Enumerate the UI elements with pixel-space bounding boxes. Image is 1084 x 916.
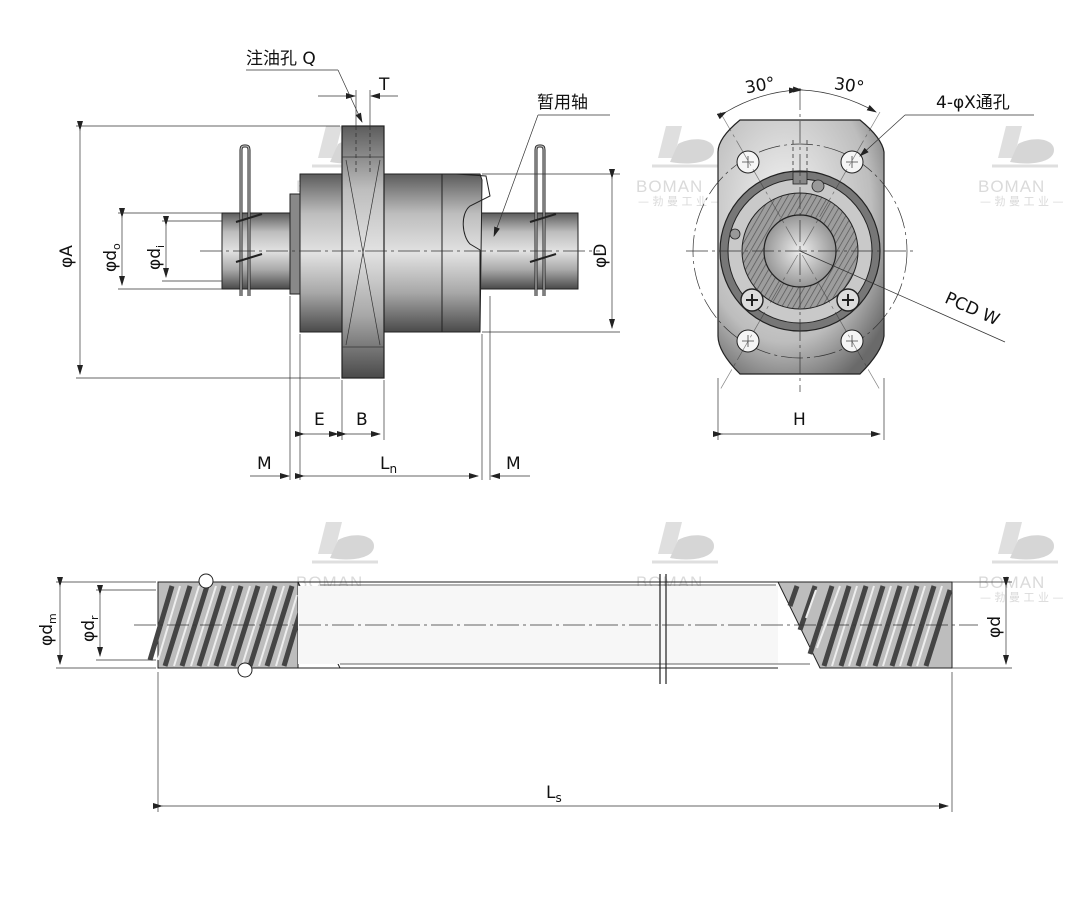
holes-label: 4-φX通孔	[936, 93, 1010, 113]
screw-shaft-dimensions	[56, 577, 1012, 812]
phi-d-label: φd	[985, 616, 1005, 638]
M-right-label: M	[506, 454, 521, 474]
watermark-brand: BOMAN	[978, 573, 1045, 592]
boman-logo	[312, 522, 378, 564]
svg-text:φdo: φdo	[101, 243, 123, 272]
B-label: B	[356, 410, 368, 430]
phi-di-label: φdi	[145, 245, 167, 270]
H-label: H	[793, 410, 806, 430]
pcd-label: PCD W	[942, 288, 1003, 330]
watermark-subtitle: — 勃 曼 工 业 —	[638, 195, 721, 208]
M-left-label: M	[257, 454, 272, 474]
angle-right-label: 30°	[833, 74, 866, 98]
wire-clip-left	[235, 144, 263, 296]
wire-clip-right	[529, 144, 557, 296]
svg-text:φD: φD	[591, 244, 611, 268]
phi-dm-label: φdm	[37, 613, 59, 646]
boman-logo	[992, 522, 1058, 564]
E-label: E	[314, 410, 325, 430]
angle-left-label: 30°	[743, 74, 776, 99]
watermark-brand: BOMAN	[636, 177, 703, 196]
boman-logo	[652, 522, 718, 564]
svg-text:φdi: φdi	[145, 245, 167, 270]
Ln-label: Ln	[380, 454, 397, 476]
screws	[729, 179, 860, 312]
Ls-label: Ls	[546, 783, 562, 805]
thread-right-helix	[787, 585, 953, 667]
side-view-dimensions	[76, 69, 620, 480]
temp-shaft-label: 暂用轴	[537, 93, 588, 113]
oil-hole-label: 注油孔 Q	[246, 49, 316, 69]
front-view-dimensions	[713, 86, 1034, 440]
phi-dr-label: φdr	[79, 615, 101, 642]
nut-side-view	[200, 125, 600, 379]
watermark-subtitle: — 勃 曼 工 业 —	[980, 195, 1063, 208]
watermark-brand: BOMAN	[978, 177, 1045, 196]
svg-text:φdm: φdm	[37, 613, 59, 646]
boman-logo	[652, 126, 718, 168]
temp-shaft-right	[479, 212, 579, 290]
nut-front-view	[686, 88, 916, 392]
svg-text:φdr: φdr	[79, 615, 101, 642]
phiA-label: φA	[57, 245, 77, 268]
watermark-subtitle: — 勃 曼 工 业 —	[980, 591, 1063, 604]
svg-text:φd: φd	[985, 616, 1005, 638]
phi-do-label: φdo	[101, 243, 123, 272]
T-label: T	[378, 75, 390, 95]
screw-shaft	[134, 573, 978, 684]
phiD-label: φD	[591, 244, 611, 268]
boman-logo	[992, 126, 1058, 168]
thread-left-helix	[147, 585, 305, 667]
svg-text:φA: φA	[57, 245, 77, 268]
